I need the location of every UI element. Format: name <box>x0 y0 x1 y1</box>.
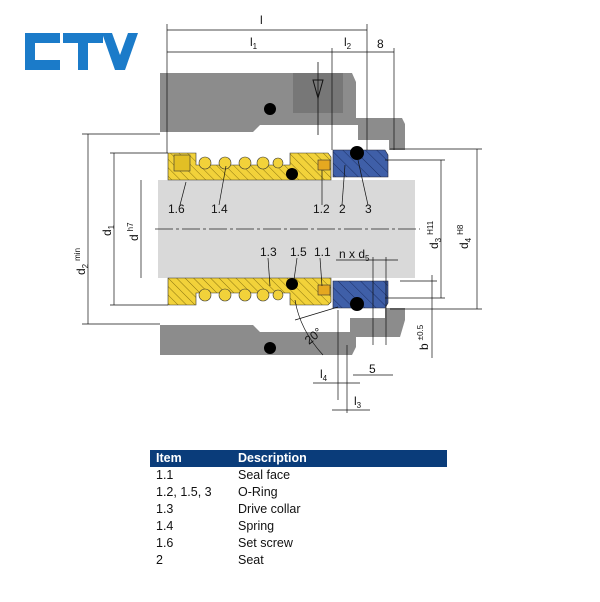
item-cell: 1.2, 1.5, 3 <box>156 485 212 499</box>
callout-1-2: 1.2 <box>313 202 330 216</box>
o-ring-housing-bottom <box>264 342 276 354</box>
housing <box>160 73 405 355</box>
dim-8: 8 <box>377 37 384 51</box>
dim-d2: d2min <box>73 248 90 275</box>
dim-5: 5 <box>369 362 376 376</box>
dim-l3: l3 <box>354 394 362 410</box>
dim-d4: d4H8 <box>456 224 473 249</box>
description-cell: O-Ring <box>238 485 278 499</box>
description-cell: Set screw <box>238 536 293 550</box>
table-row: 1.3 Drive collar <box>150 501 447 518</box>
callout-1-5: 1.5 <box>290 245 307 259</box>
rotary-unit-bottom <box>167 277 332 306</box>
callout-2: 2 <box>339 202 346 216</box>
callout-3: 3 <box>365 202 372 216</box>
dim-b: b±0.5 <box>416 324 431 350</box>
table-row: 1.6 Set screw <box>150 535 447 552</box>
rotary-unit-top <box>167 152 332 181</box>
dim-d3: d3H11 <box>426 220 443 249</box>
description-cell: Spring <box>238 519 275 533</box>
dim-l: l <box>260 13 263 27</box>
dim-l2: l2 <box>344 35 352 51</box>
mechanical-seal-drawing: l l1 l2 8 d2min d1 dh7 d3H11 d4H8 b±0.5 … <box>25 13 482 413</box>
table-row: 1.4 Spring <box>150 518 447 535</box>
table-row: 1.1 Seal face <box>150 467 447 484</box>
dim-l1: l1 <box>250 35 258 51</box>
description-cell: Drive collar <box>238 502 301 516</box>
callout-1-4: 1.4 <box>211 202 228 216</box>
item-cell: 1.4 <box>156 519 174 533</box>
dim-nxd5: n x d5 <box>339 247 370 263</box>
callout-1-3: 1.3 <box>260 245 277 259</box>
callout-1-1: 1.1 <box>314 245 331 259</box>
callout-1-6: 1.6 <box>168 202 185 216</box>
table-row: 2 Seat <box>150 552 447 569</box>
header-description: Description <box>238 451 307 465</box>
table-row: 1.2, 1.5, 3 O-Ring <box>150 484 447 501</box>
o-ring-housing-top <box>264 103 276 115</box>
ctv-logo <box>25 33 138 70</box>
description-cell: Seat <box>238 553 264 567</box>
dimension-lines <box>82 24 482 413</box>
item-cell: 1.1 <box>156 468 174 482</box>
header-item: Item <box>156 451 182 465</box>
item-cell: 1.6 <box>156 536 174 550</box>
table-header: Item Description <box>150 450 447 467</box>
seat-top <box>332 146 389 178</box>
dim-d1: d1 <box>100 224 116 236</box>
dim-d: dh7 <box>126 222 141 241</box>
parts-table: Item Description 1.1 Seal face 1.2, 1.5, … <box>150 450 447 569</box>
description-cell: Seal face <box>238 468 291 482</box>
seat-bottom <box>332 280 389 311</box>
item-cell: 1.3 <box>156 502 174 516</box>
dim-l4: l4 <box>320 367 328 383</box>
item-cell: 2 <box>156 553 163 567</box>
